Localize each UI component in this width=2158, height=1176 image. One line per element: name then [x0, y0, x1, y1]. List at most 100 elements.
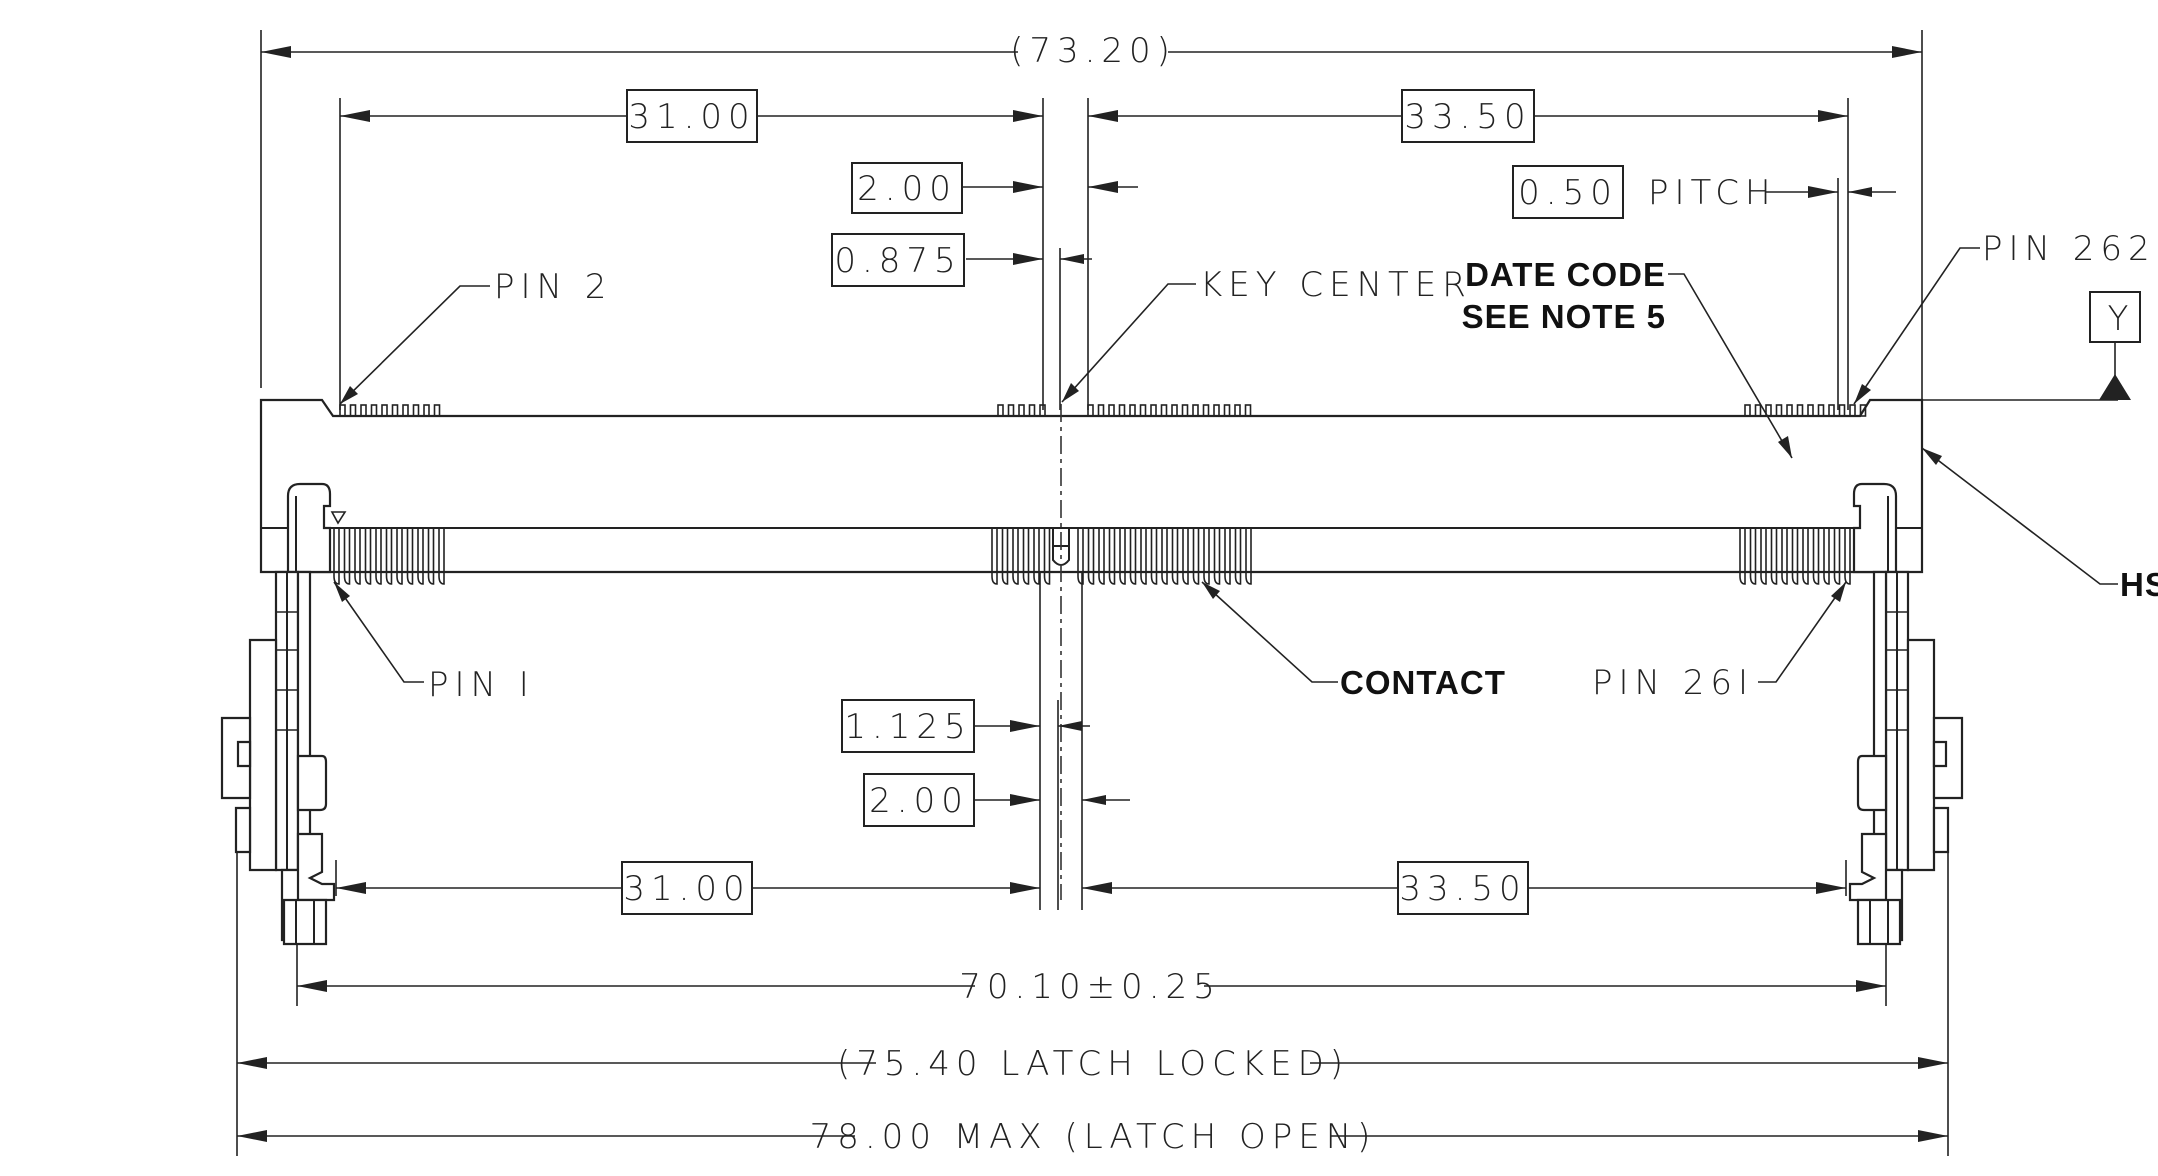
dim-key-half-top: 0.875 [834, 241, 961, 281]
top-contact-row [339, 404, 1867, 417]
bottom-pin [1770, 528, 1778, 585]
callout-pin2: PIN 2 [494, 267, 612, 307]
bottom-pin [1087, 528, 1095, 585]
top-pin [1765, 404, 1772, 417]
dim-latch-open: 78.00 MAX (LATCH OPEN) [810, 1117, 1377, 1157]
top-pin [391, 404, 399, 417]
bottom-pin [385, 528, 393, 585]
bottom-contact-row [333, 528, 1851, 585]
bottom-pin [1245, 528, 1252, 585]
top-pin [1150, 404, 1157, 417]
bottom-pin [427, 528, 435, 585]
top-pin [1796, 404, 1804, 417]
top-pin [1244, 404, 1252, 417]
bottom-pin [1129, 528, 1137, 585]
leader-lines [333, 247, 2131, 683]
bottom-pin [1781, 528, 1788, 585]
bottom-pin [1077, 528, 1084, 585]
top-pin [339, 404, 346, 417]
top-pin [1108, 404, 1115, 417]
top-pin [381, 404, 388, 417]
callout-contact: CONTACT [1340, 664, 1506, 701]
bottom-pin [1022, 528, 1030, 585]
left-latch [220, 482, 336, 946]
bottom-pin [1760, 528, 1767, 585]
top-pin [1039, 404, 1046, 417]
dim-box-left-bottom [621, 861, 753, 915]
bottom-pin [354, 528, 361, 585]
dimension-labels: (73.20) 31.00 33.50 2.00 0.875 0.50 PITC… [621, 31, 1771, 1157]
bottom-pin [333, 528, 340, 585]
bottom-pin [1203, 528, 1210, 585]
top-pin [1018, 404, 1025, 417]
bottom-pin [1182, 528, 1189, 585]
top-pin [1828, 404, 1835, 417]
bottom-pin [1812, 528, 1820, 585]
top-pin [997, 404, 1004, 417]
dim-key-half-bottom: 1.125 [844, 707, 971, 747]
callout-labels: PIN 2 KEY CENTER DATE CODE SEE NOTE 5 PI… [428, 229, 2158, 705]
top-pin [412, 404, 420, 417]
callout-pin262: PIN 262 [1982, 229, 2156, 269]
bottom-pin [1791, 528, 1799, 585]
bottom-pin [1161, 528, 1168, 585]
right-latch [1848, 482, 1964, 946]
callout-date-code: DATE CODE [1465, 256, 1666, 293]
top-pin [1202, 404, 1210, 417]
top-pin [1859, 404, 1867, 417]
top-pin [1786, 404, 1793, 417]
dim-right-span-top: 33.50 [1404, 97, 1531, 137]
callout-see-note: SEE NOTE 5 [1462, 298, 1666, 335]
top-pin [1744, 404, 1751, 417]
dim-box-pitch [1512, 165, 1624, 219]
bottom-pin [406, 528, 414, 585]
dim-box-key-offset-bottom [863, 773, 975, 827]
top-pin [1838, 404, 1846, 417]
top-pin [1849, 404, 1856, 417]
top-pin [1234, 404, 1241, 417]
dim-latch-locked: (75.40 LATCH LOCKED) [837, 1044, 1349, 1084]
datum-box [2089, 291, 2141, 343]
bottom-pin [1833, 528, 1841, 585]
callout-pin261: PIN 26I [1592, 663, 1754, 703]
top-pin [1754, 404, 1762, 417]
bottom-pin [1012, 528, 1019, 585]
bottom-pin [1119, 528, 1126, 585]
bottom-pin [1234, 528, 1242, 585]
top-pin [1007, 404, 1015, 417]
dim-pitch-value: 0.50 [1518, 173, 1618, 213]
bottom-pin [1108, 528, 1116, 585]
bottom-pin [375, 528, 382, 585]
top-pin [402, 404, 409, 417]
callout-hs: HS [2120, 566, 2158, 603]
bottom-pin [1098, 528, 1105, 585]
bottom-pin [1844, 528, 1851, 585]
bottom-pin [1043, 528, 1051, 585]
bottom-pin [1192, 528, 1200, 585]
bottom-pin [1739, 528, 1746, 585]
bottom-pin [343, 528, 351, 585]
top-pin [423, 404, 430, 417]
dim-box-right-bottom [1397, 861, 1529, 915]
bottom-pin [396, 528, 403, 585]
dim-body-width: 70.10±0.25 [959, 967, 1221, 1007]
bottom-pin [1150, 528, 1158, 585]
dim-left-span-bottom: 31.00 [623, 869, 750, 909]
top-pin [360, 404, 367, 417]
dim-key-offset-top: 2.00 [857, 169, 957, 209]
bottom-pin [364, 528, 372, 585]
top-pin [1192, 404, 1199, 417]
bottom-pin [1749, 528, 1757, 585]
top-pin [1087, 404, 1094, 417]
dim-box-key-half-top [831, 233, 965, 287]
dim-left-span-top: 31.00 [628, 97, 755, 137]
bottom-pin [1171, 528, 1179, 585]
top-pin [1807, 404, 1814, 417]
dim-overall-ref: (73.20) [1010, 31, 1176, 71]
bottom-pin [438, 528, 445, 585]
bottom-pin [417, 528, 424, 585]
top-pin [433, 404, 441, 417]
bottom-pin [1001, 528, 1009, 585]
bottom-pin [1213, 528, 1221, 585]
